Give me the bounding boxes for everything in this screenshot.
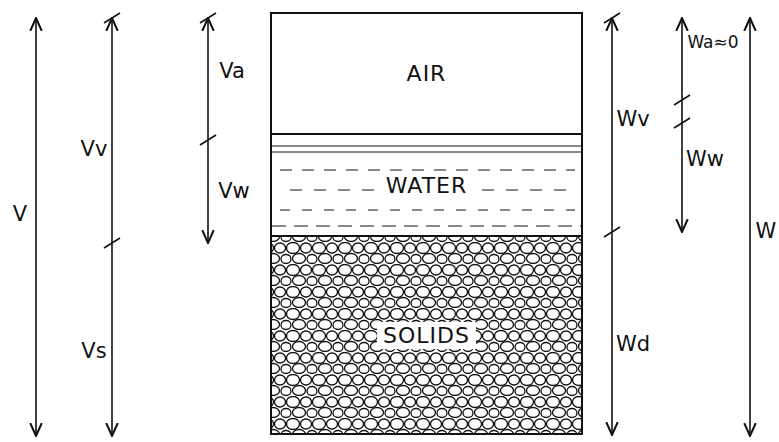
- dimension-lines: [36, 13, 750, 436]
- dimension-label: Wa≈0: [685, 33, 740, 52]
- air-phase: AIR: [270, 12, 583, 135]
- water-dashes: [272, 146, 581, 226]
- dimension-label: Wd: [614, 333, 652, 356]
- dimension-label: Vv: [79, 138, 110, 161]
- phase-label: WATER: [380, 172, 474, 199]
- phase-label: AIR: [401, 60, 453, 87]
- dimension-label: V: [11, 203, 29, 226]
- solid-phase: SOLIDS: [270, 235, 583, 435]
- soil-grains: [272, 237, 581, 433]
- dimension-label: Vs: [79, 340, 108, 363]
- dimension-label: Ww: [684, 148, 726, 171]
- water-phase: WATER: [270, 133, 583, 237]
- dimension-label: Va: [217, 60, 247, 83]
- dimension-label: Wv: [614, 108, 651, 131]
- dimension-label: Vw: [216, 180, 252, 203]
- dimension-label: W: [754, 220, 779, 243]
- phase-label: SOLIDS: [377, 322, 476, 349]
